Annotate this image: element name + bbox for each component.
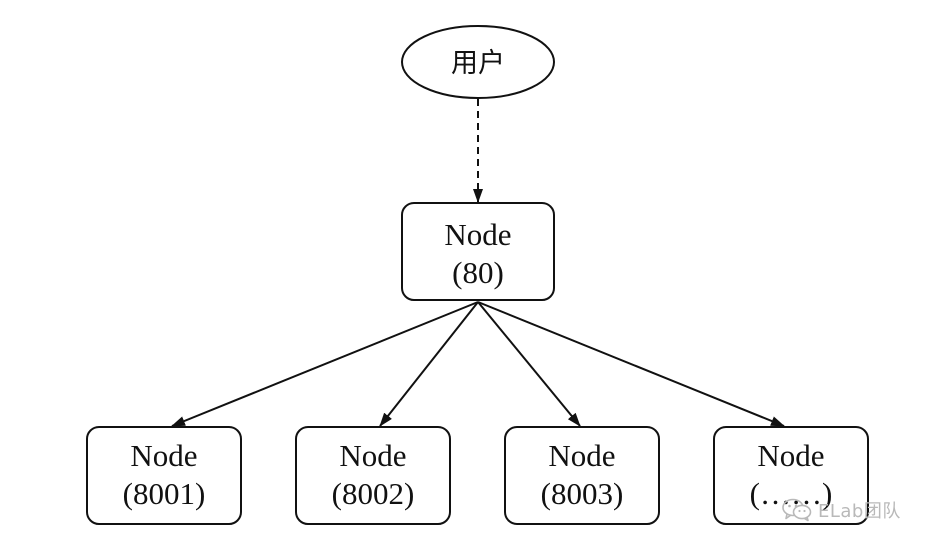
wechat-icon: [782, 498, 812, 522]
user-node-label: 用户: [451, 48, 505, 79]
child-node-label-line1: Node: [339, 438, 406, 473]
child-node-label-line2: (8003): [541, 476, 624, 511]
child-node-more: Node (……): [713, 426, 869, 525]
watermark: ELab团队: [782, 493, 901, 527]
edge-root-to-node-8003: [477, 301, 581, 427]
edge-root-to-node-more: [477, 301, 785, 427]
edge-root-to-node-8001: [171, 301, 479, 427]
child-node-8002: Node (8002): [295, 426, 451, 525]
child-node-label-line1: Node: [130, 438, 197, 473]
child-node-label-line2: (……): [750, 476, 833, 511]
child-node-label-line2: (8001): [123, 476, 206, 511]
user-node: 用户: [401, 25, 555, 99]
child-node-label-line1: Node: [548, 438, 615, 473]
child-node-label-line1: Node: [757, 438, 824, 473]
child-node-8003: Node (8003): [504, 426, 660, 525]
child-node-8001: Node (8001): [86, 426, 242, 525]
watermark-text: ELab团队: [818, 501, 901, 522]
root-node-label-line2: (80): [452, 255, 504, 290]
child-node-label-line2: (8002): [332, 476, 415, 511]
edge-root-to-node-8002: [379, 301, 479, 427]
root-node-label-line1: Node: [444, 217, 511, 252]
root-node: Node (80): [401, 202, 555, 301]
